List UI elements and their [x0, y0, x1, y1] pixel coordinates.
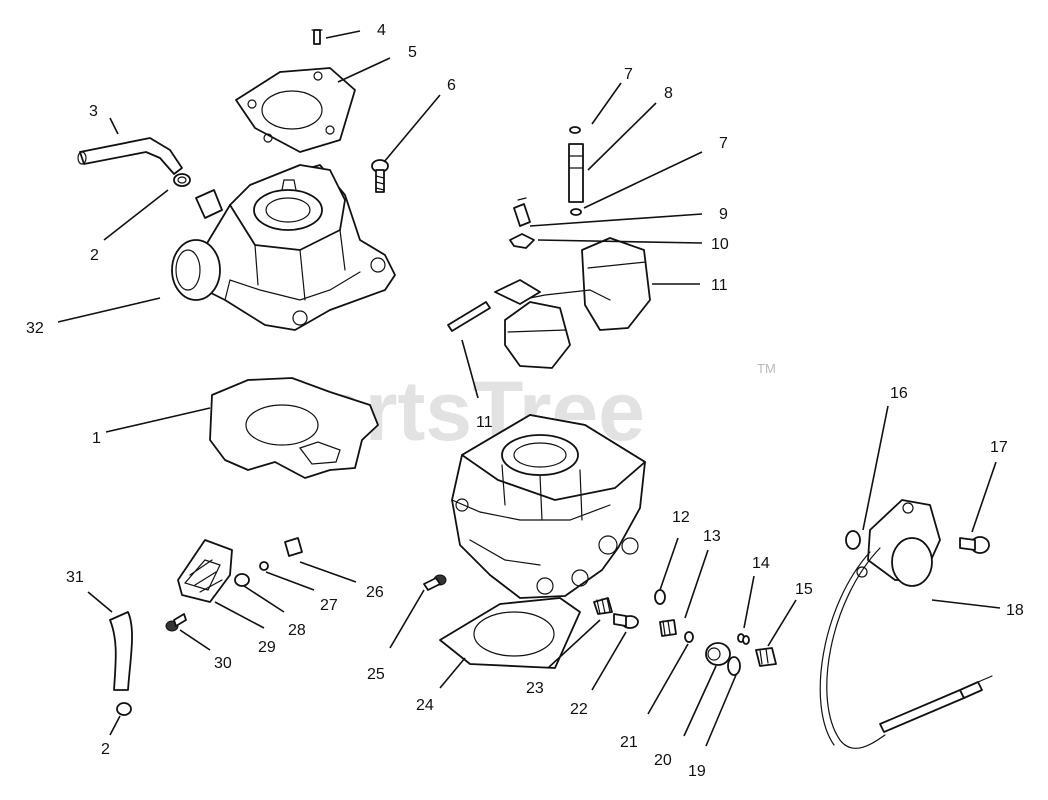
callout-2-top: 2: [90, 247, 99, 264]
callout-23: 23: [526, 680, 544, 697]
callout-labels: 4 5 6 3 2 32 1 7 8 7 9 10 11 11 12 13 14…: [26, 22, 1024, 780]
part-fuel-bowl-29[interactable]: [177, 539, 233, 603]
part-jet-27[interactable]: [259, 561, 269, 571]
part-flange-gasket-top[interactable]: [235, 67, 356, 153]
callout-16: 16: [890, 385, 908, 402]
part-idle-screw-22[interactable]: [613, 613, 639, 629]
part-gasket-1[interactable]: [209, 377, 379, 479]
callout-32: 32: [26, 320, 44, 337]
part-screw-30[interactable]: [165, 613, 187, 632]
callout-12: 12: [672, 509, 690, 526]
part-clip-10[interactable]: [509, 233, 535, 249]
part-o-ring-12[interactable]: [654, 589, 666, 605]
part-vent-tube-3[interactable]: [77, 137, 183, 175]
callout-20: 20: [654, 752, 672, 769]
callout-29: 29: [258, 639, 276, 656]
part-screw-4[interactable]: [311, 29, 323, 45]
part-screw-17[interactable]: [959, 536, 990, 554]
callout-26: 26: [366, 584, 384, 601]
callout-14: 14: [752, 555, 770, 572]
callout-1: 1: [92, 430, 101, 447]
callout-28: 28: [288, 622, 306, 639]
callout-11-pin: 11: [476, 414, 493, 431]
part-solenoid-18[interactable]: [819, 499, 993, 749]
part-o-ring-7-top[interactable]: [569, 126, 581, 134]
callout-31: 31: [66, 569, 84, 586]
part-spring-14[interactable]: [737, 633, 750, 645]
part-screw-13[interactable]: [659, 619, 677, 637]
callout-2-bottom: 2: [101, 741, 110, 758]
callout-24: 24: [416, 697, 434, 714]
callout-7-top: 7: [624, 66, 633, 83]
callout-3: 3: [89, 103, 98, 120]
callout-5: 5: [408, 44, 417, 61]
callout-30: 30: [214, 655, 232, 672]
callout-11-float: 11: [711, 277, 728, 294]
part-clamp-2-top[interactable]: [173, 173, 191, 187]
callout-7-bottom: 7: [719, 135, 728, 152]
callout-18: 18: [1006, 602, 1024, 619]
callout-9: 9: [719, 206, 728, 223]
callout-10: 10: [711, 236, 729, 253]
part-spring-23[interactable]: [593, 597, 613, 615]
callout-25: 25: [367, 666, 385, 683]
part-o-ring-7-bottom[interactable]: [570, 208, 582, 216]
part-washer-21[interactable]: [684, 631, 694, 643]
part-clamp-2-bottom[interactable]: [116, 702, 132, 716]
part-nozzle-28[interactable]: [234, 573, 250, 587]
part-screw-25[interactable]: [423, 574, 447, 591]
callout-19: 19: [688, 763, 706, 780]
part-bushing-20[interactable]: [705, 642, 731, 666]
leader-lines: [57, 30, 1001, 747]
callout-15: 15: [795, 581, 813, 598]
callout-21: 21: [620, 734, 638, 751]
part-needle-9[interactable]: [513, 197, 531, 227]
part-inlet-needle-seat-8[interactable]: [568, 143, 584, 203]
callout-6: 6: [447, 77, 456, 94]
watermark-trademark: TM: [757, 361, 776, 376]
part-o-ring-16[interactable]: [845, 530, 861, 550]
callout-17: 17: [990, 439, 1008, 456]
part-screw-15[interactable]: [755, 647, 777, 667]
part-fuel-tube-31[interactable]: [109, 611, 133, 691]
callout-8: 8: [664, 85, 673, 102]
part-carburetor-body[interactable]: [451, 414, 646, 599]
part-upper-body[interactable]: [171, 164, 396, 331]
callout-4: 4: [377, 22, 386, 39]
part-screw-6[interactable]: [371, 159, 389, 193]
part-o-ring-19[interactable]: [727, 656, 741, 676]
part-float-pin-11[interactable]: [447, 301, 491, 332]
callout-22: 22: [570, 701, 588, 718]
callout-13: 13: [703, 528, 721, 545]
part-float-11[interactable]: [494, 237, 651, 369]
callout-27: 27: [320, 597, 338, 614]
part-fitting-26[interactable]: [284, 537, 303, 557]
part-gasket-24[interactable]: [439, 597, 581, 669]
